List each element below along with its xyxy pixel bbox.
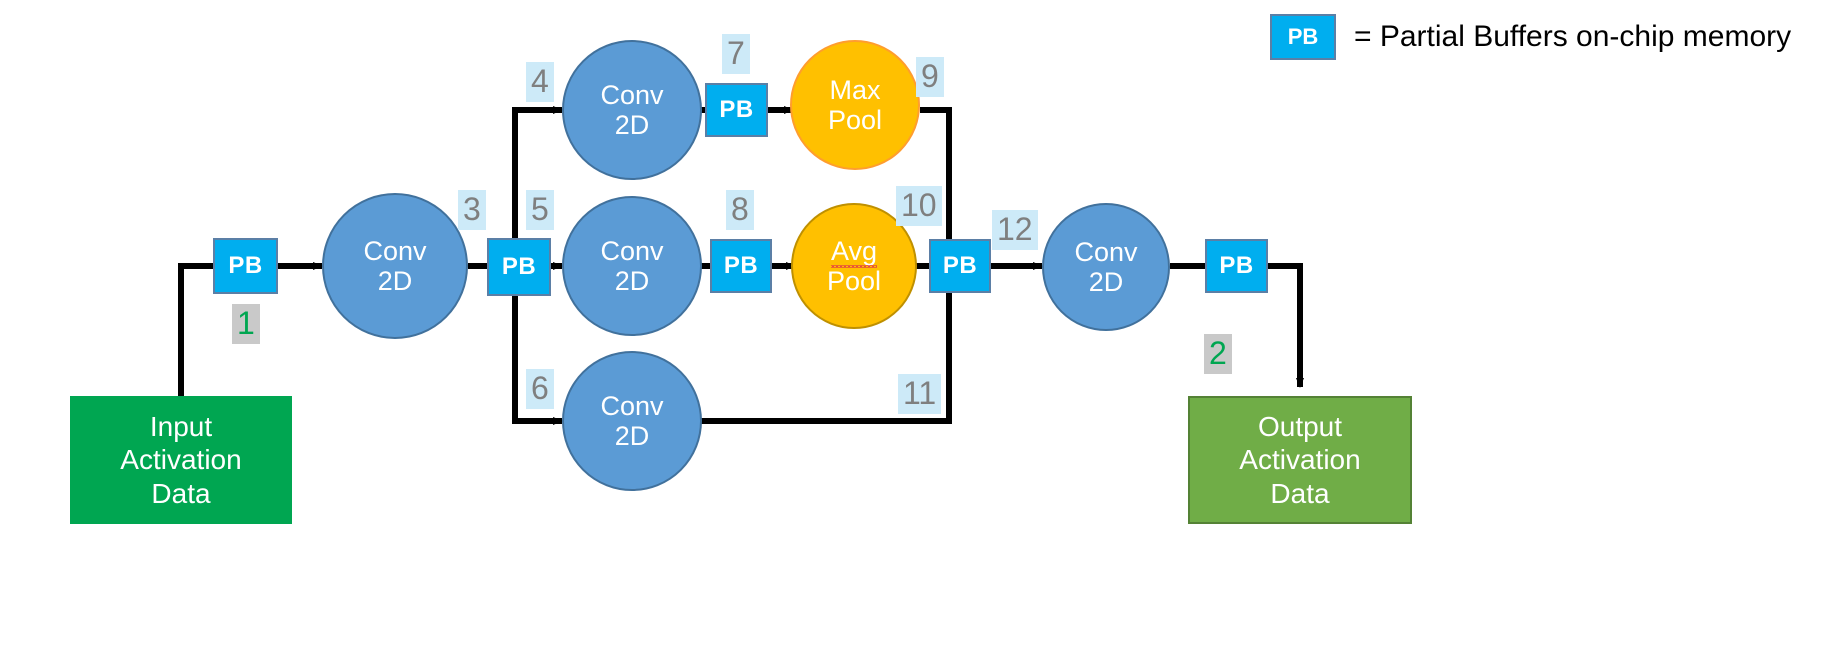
edge-label-6: 6 xyxy=(526,369,554,409)
conv-mid-line2: 2D xyxy=(614,266,650,296)
edge-label-1: 1 xyxy=(232,304,260,344)
conv-bottom-line2: 2D xyxy=(614,421,650,451)
pb-buffer-middle: PB xyxy=(710,239,772,293)
pb-buffer-output: PB xyxy=(1205,239,1268,293)
edge-label-5: 5 xyxy=(526,190,554,230)
legend-pb-swatch: PB xyxy=(1270,14,1336,60)
node-max-pool: Max Pool xyxy=(790,40,920,170)
edge-label-12: 12 xyxy=(992,210,1038,250)
input-box-line3: Data xyxy=(151,477,211,509)
pb-merge-label: PB xyxy=(942,252,978,279)
maxpool-line2: Pool xyxy=(827,105,883,135)
maxpool-line1: Max xyxy=(829,74,881,105)
edge-pbsplit-to-convtop xyxy=(512,106,563,243)
pb-top-label: PB xyxy=(719,96,754,123)
legend: PB = Partial Buffers on-chip memory xyxy=(1270,14,1791,60)
pb-buffer-split: PB xyxy=(487,238,551,296)
edge-label-4: 4 xyxy=(526,62,554,102)
conv-top-line2: 2D xyxy=(614,110,650,140)
input-activation-box: Input Activation Data xyxy=(70,396,292,524)
avgpool-line1: Avg xyxy=(830,235,878,269)
output-box-line3: Data xyxy=(1270,477,1330,509)
pb-buffer-merge: PB xyxy=(929,239,991,293)
pb-buffer-top: PB xyxy=(705,83,768,137)
conv-top-line1: Conv xyxy=(600,79,664,110)
conv-bottom-line1: Conv xyxy=(600,390,664,421)
node-conv2d-top: Conv 2D xyxy=(562,40,702,180)
edge-maxpool-to-pbmerge xyxy=(920,107,952,243)
edge-label-8: 8 xyxy=(726,190,754,230)
avgpool-line2: Pool xyxy=(826,266,882,296)
conv-stem-line2: 2D xyxy=(377,266,413,296)
legend-pb-label: PB xyxy=(1287,24,1319,49)
node-conv2d-bottom: Conv 2D xyxy=(562,351,702,491)
legend-description: = Partial Buffers on-chip memory xyxy=(1354,20,1792,53)
output-activation-box: Output Activation Data xyxy=(1188,396,1412,524)
node-conv2d-middle: Conv 2D xyxy=(562,196,702,336)
edge-label-11: 11 xyxy=(898,374,942,414)
edge-label-9: 9 xyxy=(916,57,944,97)
conv-stem-line1: Conv xyxy=(363,235,427,266)
conv-mid-line1: Conv xyxy=(600,235,664,266)
input-box-line1: Input xyxy=(149,410,213,442)
conv-out-line2: 2D xyxy=(1088,267,1124,297)
output-box-line2: Activation xyxy=(1239,444,1361,476)
edge-label-7: 7 xyxy=(722,34,750,74)
edge-label-2: 2 xyxy=(1204,334,1232,374)
node-conv2d-stem: Conv 2D xyxy=(322,193,468,339)
input-box-line2: Activation xyxy=(120,444,242,476)
edge-label-3: 3 xyxy=(458,190,486,230)
pb-input-label: PB xyxy=(228,252,263,279)
edge-input-to-pb1 xyxy=(178,263,213,398)
edge-convbottom-to-pbmerge xyxy=(700,290,952,424)
pb-split-label: PB xyxy=(501,253,537,280)
edge-label-10: 10 xyxy=(896,186,942,226)
edge-pbout-to-output xyxy=(1268,263,1304,388)
output-box-line1: Output xyxy=(1257,410,1343,442)
node-conv2d-output: Conv 2D xyxy=(1042,203,1170,331)
pb-buffer-input: PB xyxy=(213,238,278,294)
conv-out-line1: Conv xyxy=(1074,236,1138,267)
pb-output-label: PB xyxy=(1219,252,1254,279)
edge-pbsplit-to-convbottom xyxy=(512,290,563,425)
pb-mid-label: PB xyxy=(723,252,759,279)
